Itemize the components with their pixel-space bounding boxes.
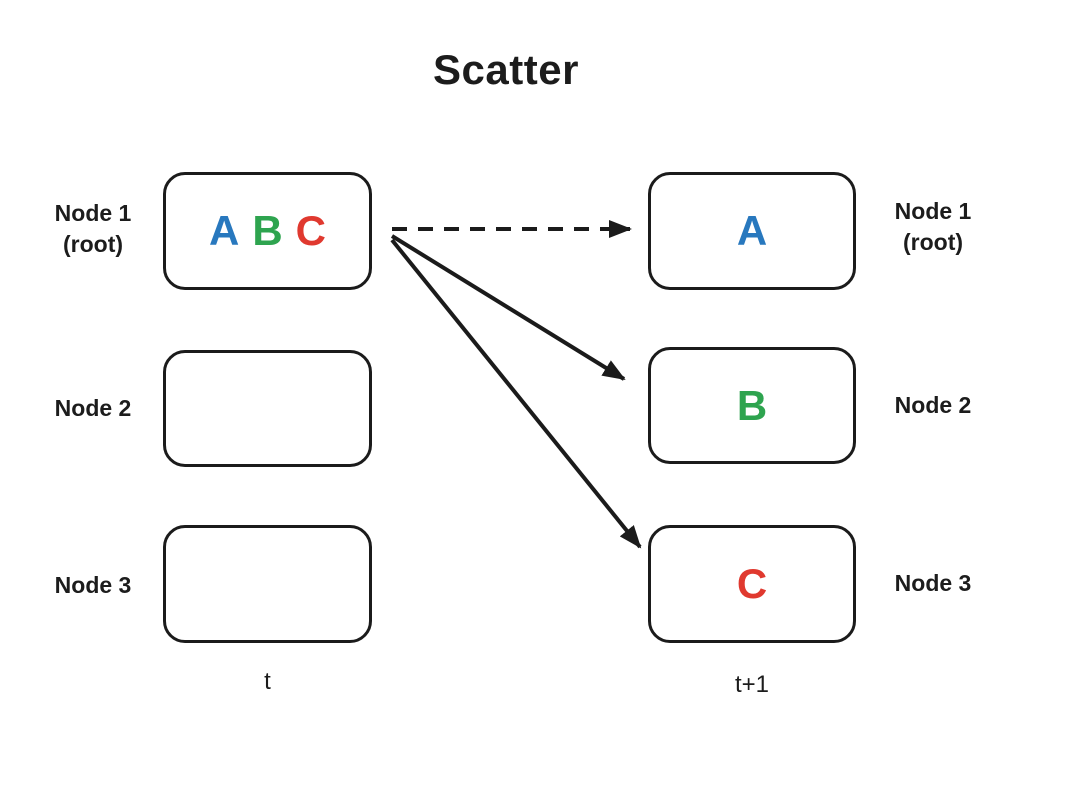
data-item-a: A	[736, 207, 768, 254]
label-right-node1-line1: Node 1	[894, 198, 972, 224]
data-item-c: C	[736, 560, 768, 607]
label-left-node2: Node 2	[54, 395, 132, 421]
label-left-node1: Node 1 (root)	[25, 198, 161, 260]
time-label-t-plus-1: t+1	[734, 671, 770, 698]
label-right-node1-line2: (root)	[902, 229, 964, 256]
arrow-root-to-node3-icon	[390, 238, 642, 549]
node-box-right-1: A	[648, 172, 856, 290]
data-item-b: B	[252, 207, 283, 254]
label-right-node3: Node 3	[894, 570, 972, 596]
diagram-title: Scatter	[433, 46, 579, 93]
data-item-a: A	[208, 207, 240, 254]
label-right-node1: Node 1 (root)	[876, 196, 990, 258]
data-item-b: B	[736, 381, 768, 429]
node-box-right-2: B	[648, 347, 856, 464]
node-box-left-2	[163, 350, 372, 467]
node-box-left-3	[163, 525, 372, 643]
node-box-right-3: C	[648, 525, 856, 643]
time-label-t: t	[264, 668, 271, 695]
label-left-node3: Node 3	[54, 572, 132, 598]
node-box-left-1: A B C	[163, 172, 372, 290]
data-item-c: C	[295, 207, 327, 254]
label-left-node1-line2: (root)	[62, 231, 124, 258]
arrow-root-to-node2-icon	[390, 234, 626, 381]
label-left-node1-line1: Node 1	[54, 200, 132, 226]
label-right-node2: Node 2	[894, 392, 972, 418]
